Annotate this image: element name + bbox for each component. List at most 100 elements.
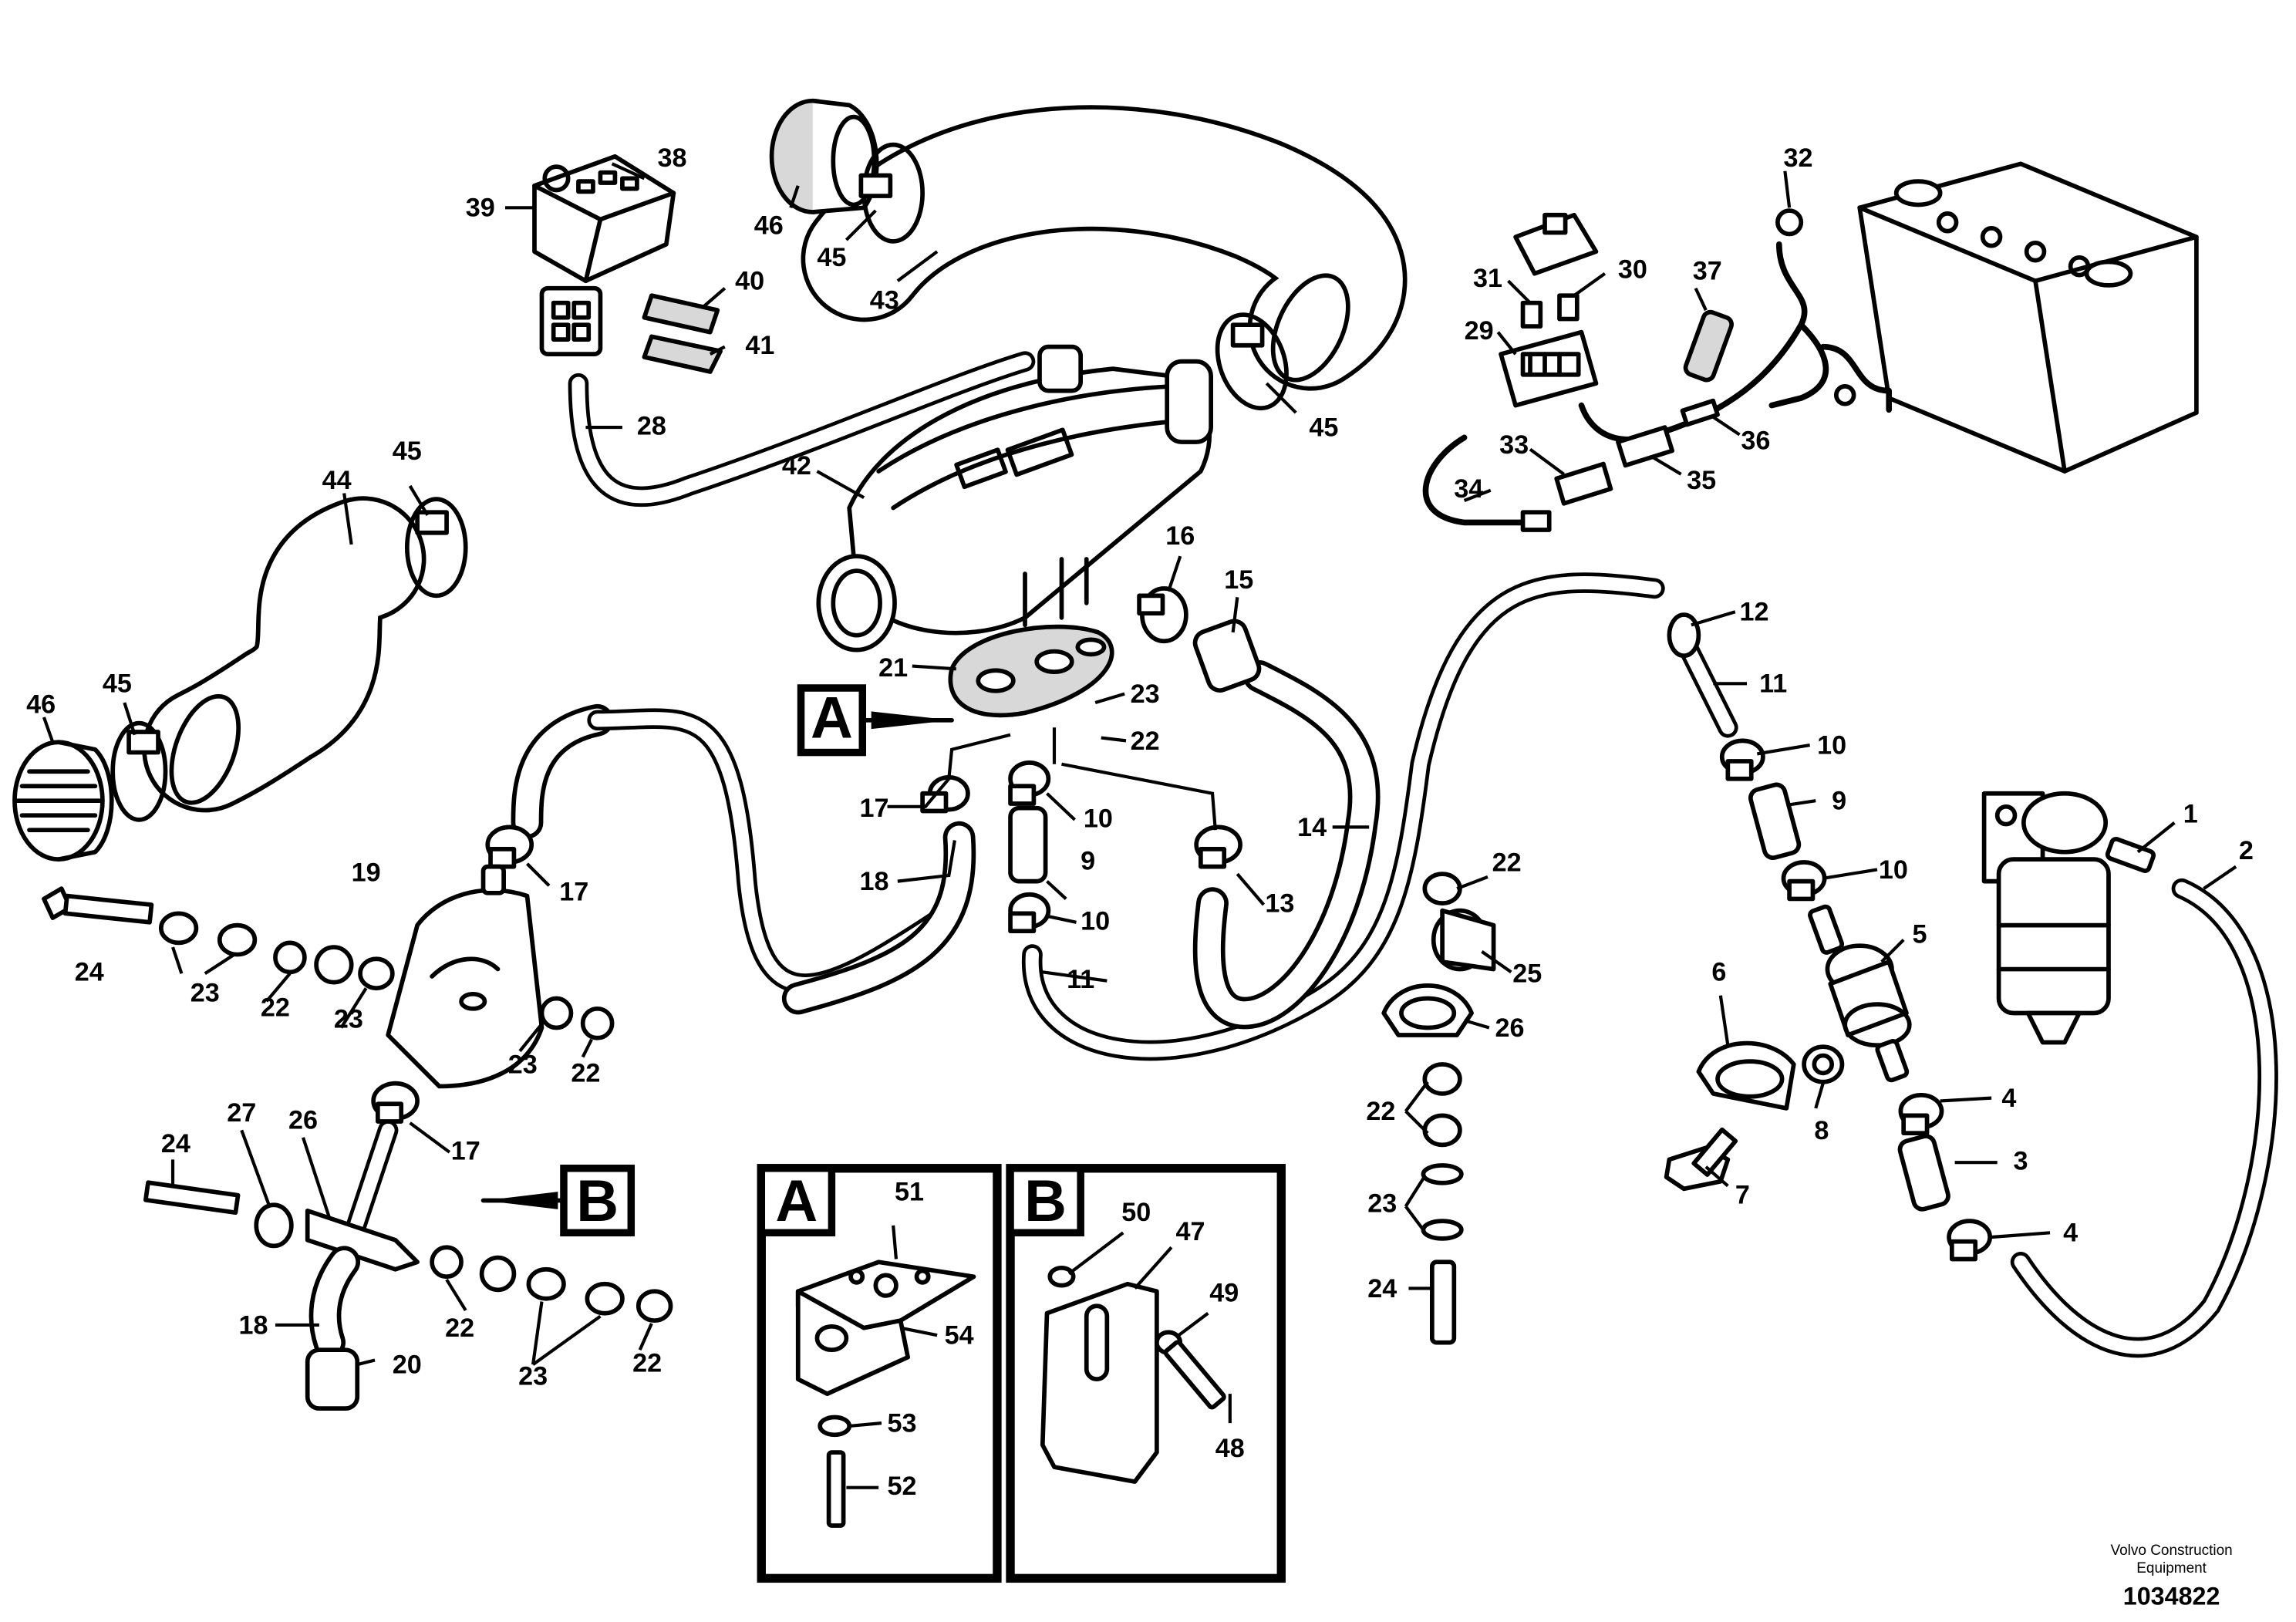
fuse-holder-29 <box>1499 329 1599 408</box>
callout-26-b: 26 <box>288 1105 318 1135</box>
callout-25: 25 <box>1512 959 1542 989</box>
hose-clamp-45-c <box>404 497 468 599</box>
clamp-17-c <box>371 1081 420 1124</box>
clip-26-right <box>1381 983 1474 1037</box>
callout-20: 20 <box>393 1351 422 1380</box>
callout-49: 49 <box>1209 1279 1239 1308</box>
callout-4-b: 4 <box>2063 1219 2078 1248</box>
callout-22-e: 22 <box>571 1059 600 1088</box>
hose-clamp-45-b <box>1215 312 1289 411</box>
callout-30: 30 <box>1618 255 1647 284</box>
clamp-10-b <box>1008 892 1051 934</box>
callout-10-d: 10 <box>1081 906 1110 936</box>
callout-28: 28 <box>637 412 666 441</box>
wiring-harness-28 <box>568 351 1036 508</box>
mounting-gasket <box>948 624 1114 718</box>
bracket-26-left <box>305 1120 420 1273</box>
air-hose-43 <box>801 105 1408 391</box>
nut-8 <box>1802 1044 1845 1084</box>
callout-23-b: 23 <box>1367 1189 1397 1219</box>
callout-26-a: 26 <box>1495 1013 1524 1043</box>
callout-47: 47 <box>1176 1217 1205 1246</box>
coupling-15 <box>1192 619 1262 693</box>
connector-33 <box>1554 461 1613 506</box>
callout-43: 43 <box>870 285 899 315</box>
callout-44: 44 <box>322 466 352 495</box>
callout-23-e: 23 <box>508 1050 538 1079</box>
callout-1: 1 <box>2183 800 2198 829</box>
view-marker-b: B <box>480 1165 636 1237</box>
callout-8: 8 <box>1814 1116 1829 1145</box>
sleeve-20 <box>305 1347 360 1411</box>
callout-22-g: 22 <box>632 1349 662 1378</box>
callout-29: 29 <box>1465 316 1494 346</box>
callout-6: 6 <box>1711 958 1726 987</box>
callout-40: 40 <box>735 267 764 296</box>
footer-company-line1: Volvo Construction <box>2111 1543 2233 1559</box>
callout-22-d: 22 <box>261 993 290 1022</box>
callout-15: 15 <box>1224 565 1253 595</box>
washers-lower <box>430 1245 673 1324</box>
callout-24-c: 24 <box>1367 1274 1397 1303</box>
clamp-4-a <box>1898 1092 1944 1136</box>
callout-27: 27 <box>227 1098 256 1128</box>
clamp-4-b <box>1947 1219 1993 1262</box>
clamp-10-d <box>1781 860 1827 902</box>
callout-48: 48 <box>1215 1434 1245 1463</box>
callout-38: 38 <box>657 143 686 173</box>
footer-drawing-number: 1034822 <box>2123 1583 2220 1610</box>
hose-18-lower <box>781 821 976 1015</box>
callout-54: 54 <box>945 1321 974 1351</box>
callout-13: 13 <box>1265 889 1294 919</box>
callout-22-b: 22 <box>1492 848 1522 877</box>
hose-18-b <box>308 1246 361 1359</box>
clamp-17-a <box>920 774 970 814</box>
inset-b-label: B <box>1024 1168 1067 1234</box>
callout-12: 12 <box>1740 598 1769 627</box>
battery-cables <box>1578 208 1892 443</box>
callout-labels: 1 2 3 4 4 5 6 7 8 9 9 10 10 10 10 11 11 … <box>26 143 2254 1501</box>
callout-23-a: 23 <box>1131 679 1160 709</box>
callout-42: 42 <box>782 451 811 481</box>
hose-18-upper <box>511 703 614 839</box>
fuses-31 <box>1520 293 1580 329</box>
callout-24-a: 24 <box>75 958 104 987</box>
air-hose-44 <box>142 496 426 813</box>
silencer-19 <box>386 864 544 1089</box>
control-panel <box>532 153 676 284</box>
clamp-10-a <box>1008 760 1051 806</box>
callout-39: 39 <box>466 194 495 223</box>
callout-16: 16 <box>1165 521 1195 551</box>
callout-52: 52 <box>888 1472 917 1501</box>
callout-11-b: 11 <box>1067 965 1094 994</box>
callout-18-a: 18 <box>859 867 888 896</box>
callout-41: 41 <box>745 331 774 360</box>
fuse-cover-30 <box>1513 212 1599 276</box>
callout-33: 33 <box>1499 430 1529 460</box>
callout-4-a: 4 <box>2001 1084 2016 1113</box>
inset-b: B <box>1006 1164 1286 1583</box>
callout-23-f: 23 <box>518 1362 548 1391</box>
battery <box>1857 161 2199 474</box>
callout-17-b: 17 <box>559 877 588 906</box>
connector-36 <box>1680 398 1720 427</box>
callout-9-a: 9 <box>1832 787 1846 816</box>
callout-10-b: 10 <box>1879 855 1908 885</box>
callout-3: 3 <box>2014 1147 2028 1176</box>
callout-22-a: 22 <box>1131 727 1160 756</box>
pipe-9-right <box>1748 782 1802 860</box>
cable-34 <box>1422 434 1552 532</box>
hose-clamp-45-d <box>110 720 168 822</box>
callout-9-b: 9 <box>1081 846 1095 875</box>
callout-10-a: 10 <box>1817 730 1846 760</box>
callout-23-d: 23 <box>334 1004 363 1034</box>
inset-a: A <box>757 1164 1002 1583</box>
view-marker-a-label: A <box>811 686 853 751</box>
grommet-12 <box>1667 612 1701 659</box>
line-11-lower <box>1022 572 1665 1061</box>
view-marker-b-label: B <box>576 1168 619 1234</box>
callout-22-c: 22 <box>1366 1097 1395 1126</box>
callout-46-b: 46 <box>26 690 56 719</box>
callout-45-a: 45 <box>817 243 846 272</box>
fuel-filter <box>1981 791 2156 1045</box>
